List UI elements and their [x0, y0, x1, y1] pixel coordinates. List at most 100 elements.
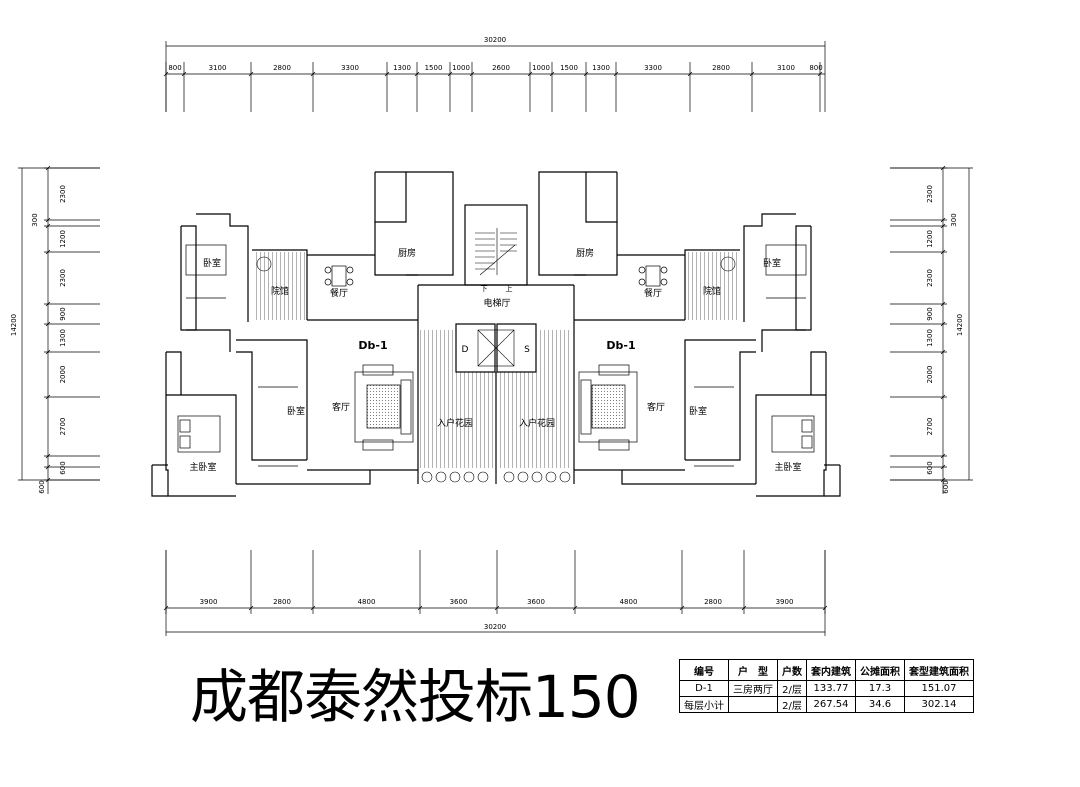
dimension-label: 3300 — [644, 64, 662, 72]
room-label-kitchen-right: 厨房 — [576, 247, 594, 259]
dimension-label: 1300 — [926, 329, 934, 347]
dimension-label: 1300 — [393, 64, 411, 72]
dimension-slash — [940, 217, 946, 223]
dimension-slash — [310, 71, 316, 77]
left-600-label: 600 — [38, 480, 46, 493]
dimension-slash — [45, 223, 51, 229]
dimension-label: 900 — [59, 307, 67, 320]
dimension-label: 3100 — [209, 64, 227, 72]
stair-treads — [475, 228, 517, 276]
courtyard-left-paving — [254, 252, 306, 320]
unit-label-left: Db-1 — [358, 339, 387, 352]
elevator-cars — [477, 329, 515, 367]
dimension-slash — [310, 605, 316, 611]
dimension-slash — [181, 71, 187, 77]
dimension-label: 1500 — [425, 64, 443, 72]
dimension-slash — [494, 605, 500, 611]
dimension-slash — [817, 71, 823, 77]
area-table-cell: 34.6 — [855, 696, 905, 713]
dimension-slash — [248, 605, 254, 611]
dimension-slash — [940, 349, 946, 355]
dimension-slash — [940, 394, 946, 400]
dimension-slash — [45, 453, 51, 459]
dimension-slash — [447, 71, 453, 77]
area-table-header-cell: 编号 — [679, 659, 729, 681]
room-label-bedroom-top-left: 卧室 — [203, 257, 221, 269]
dimension-label: 1300 — [59, 329, 67, 347]
room-label-bedroom-top-right: 卧室 — [763, 257, 781, 269]
dimension-label: 2300 — [926, 185, 934, 203]
dimension-slash — [45, 349, 51, 355]
elevator-label-d: D — [462, 345, 469, 355]
unit-label-right: Db-1 — [606, 339, 635, 352]
bedroom-bed-top-left — [185, 244, 227, 276]
dimension-slash — [45, 464, 51, 470]
area-table-cell: 17.3 — [855, 680, 905, 697]
dimension-slash — [940, 453, 946, 459]
dimension-label: 2300 — [59, 269, 67, 287]
dining-table-left — [324, 265, 354, 287]
area-table-header-cell: 公摊面积 — [855, 659, 905, 681]
room-label-courtyard-right: 院馆 — [703, 285, 721, 297]
right-600-label: 600 — [942, 480, 950, 493]
dimension-label: 4800 — [620, 598, 638, 606]
dimension-slash — [45, 394, 51, 400]
room-label-garden-left: 入户花园 — [437, 417, 473, 429]
garden-strip-right — [538, 330, 572, 372]
right-dimension-chain — [890, 165, 973, 494]
bottom-dimension-chain — [163, 550, 828, 636]
dimension-label: 2700 — [59, 418, 67, 436]
dimension-slash — [940, 165, 946, 171]
left-300-label: 300 — [31, 213, 39, 226]
room-label-master-left: 主卧室 — [189, 461, 216, 473]
stair-down-label: 下 — [481, 285, 488, 293]
dimension-slash — [940, 223, 946, 229]
balcony-planters — [256, 256, 736, 483]
area-table-cell: 2/层 — [777, 696, 807, 713]
master-bed-right — [771, 415, 815, 453]
dimension-label: 2000 — [59, 366, 67, 384]
top-dimension-chain — [163, 41, 826, 112]
room-label-master-right: 主卧室 — [774, 461, 801, 473]
dimension-slash — [822, 605, 828, 611]
dimension-label: 2800 — [704, 598, 722, 606]
dimension-label: 3300 — [341, 64, 359, 72]
area-table-cell: 267.54 — [806, 696, 856, 713]
area-table-cell: 151.07 — [904, 680, 974, 697]
stair-up-label: 上 — [506, 284, 513, 293]
dimension-label: 3600 — [450, 598, 468, 606]
right-unit-walls — [538, 171, 841, 497]
dimension-label: 2600 — [492, 64, 510, 72]
area-table-cell: D-1 — [679, 680, 729, 697]
dimension-label: 1200 — [59, 230, 67, 248]
room-label-elevator-hall: 电梯厅 — [483, 297, 510, 309]
room-label-living-right: 客厅 — [647, 401, 665, 413]
dimension-slash — [613, 71, 619, 77]
dimension-slash — [940, 477, 946, 483]
area-table-header-row: 编号户 型户数套内建筑公摊面积套型建筑面积 — [679, 659, 974, 681]
room-label-kitchen-left: 厨房 — [398, 247, 416, 259]
overall-dimension-top: 30200 — [484, 36, 506, 44]
dimension-slash — [940, 321, 946, 327]
wardrobes — [186, 297, 806, 467]
dimension-slash — [583, 71, 589, 77]
left-unit-walls — [151, 171, 454, 497]
dimension-label: 800 — [809, 64, 822, 72]
room-label-bedroom-mid-left: 卧室 — [287, 405, 305, 417]
dimension-slash — [572, 605, 578, 611]
elevator-label-s: S — [524, 345, 530, 355]
dimension-slash — [749, 71, 755, 77]
drawing-title: 成都泰然投标150 — [190, 663, 641, 731]
room-label-dining-right: 餐厅 — [644, 287, 662, 299]
dimension-slash — [417, 605, 423, 611]
area-table-header-cell: 套型建筑面积 — [904, 659, 974, 681]
dimension-label: 3600 — [527, 598, 545, 606]
dimension-label: 600 — [59, 461, 67, 474]
overall-dimension-left: 14200 — [10, 314, 18, 336]
